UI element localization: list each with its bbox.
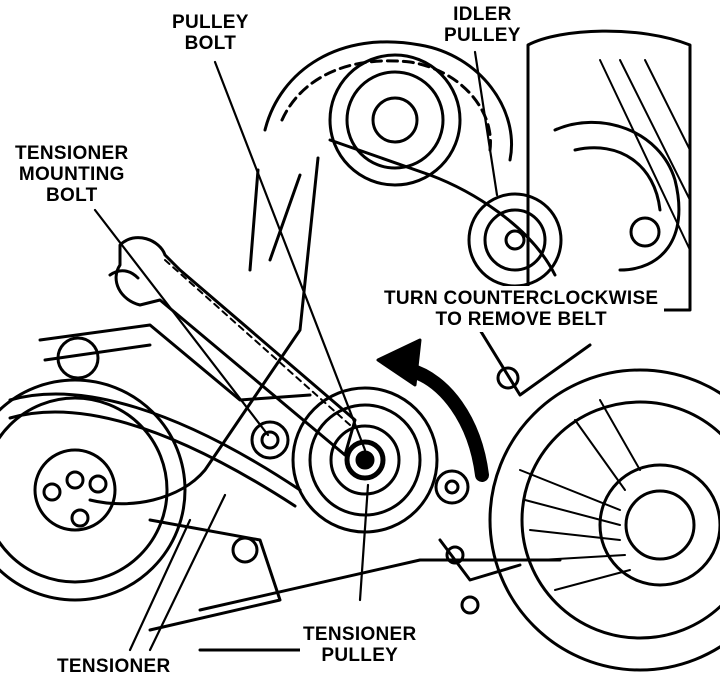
idler-pulley-label-line-2: PULLEY <box>444 25 521 46</box>
tensioner-pulley-label-line-1: TENSIONER <box>303 624 417 645</box>
tensioner-pulley-label: TENSIONER PULLEY <box>300 624 420 666</box>
tensioner-pulley-shape <box>291 386 439 534</box>
tensioner-mounting-bolt-label: TENSIONER MOUNTING BOLT <box>12 143 132 206</box>
idler-pulley-label-line-1: IDLER <box>453 4 512 25</box>
idler-pulley-shape <box>467 192 563 288</box>
tensioner-mounting-bolt-shape <box>250 420 470 505</box>
upper-pulley-cluster <box>248 40 513 272</box>
pulley-bolt-label-line-1: PULLEY <box>172 12 249 33</box>
counterclockwise-arrow <box>376 338 489 482</box>
pulley-bolt-label-line-2: BOLT <box>184 33 237 54</box>
tensioner-mounting-bolt-label-line-2: MOUNTING <box>18 164 125 185</box>
left-large-pulley <box>0 378 187 602</box>
tensioner-label-text: TENSIONER <box>57 656 171 677</box>
tensioner-label: TENSIONER <box>54 656 174 677</box>
idler-pulley-label: IDLER PULLEY <box>444 4 521 46</box>
tensioner-mounting-bolt-label-line-3: BOLT <box>46 185 98 206</box>
engine-block-lower <box>198 328 592 652</box>
right-cylinder <box>526 29 692 312</box>
tensioner-pulley-label-line-2: PULLEY <box>321 645 399 666</box>
turn-instruction-line-1: TURN COUNTERCLOCKWISE <box>384 288 659 309</box>
turn-instruction-line-2: TO REMOVE BELT <box>435 309 607 330</box>
turn-instruction-label: TURN COUNTERCLOCKWISE TO REMOVE BELT <box>378 286 665 332</box>
tensioner-mounting-bolt-label-line-1: TENSIONER <box>15 143 129 164</box>
fan-clutch <box>488 368 720 672</box>
tensioner-bracket <box>38 323 562 632</box>
leader-lines <box>93 50 499 652</box>
pulley-bolt-label: PULLEY BOLT <box>172 12 249 54</box>
wrench <box>108 236 357 457</box>
serpentine-belt <box>8 138 557 508</box>
